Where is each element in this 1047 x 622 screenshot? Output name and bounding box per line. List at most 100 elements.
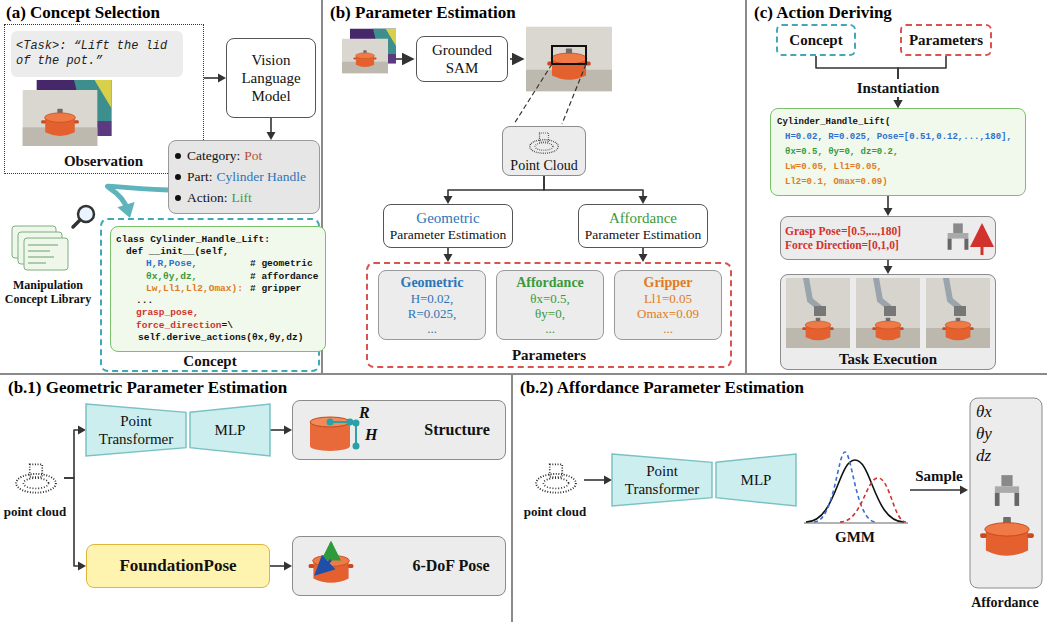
gmm-curve xyxy=(840,478,906,522)
label-text: self.derive_actions(θx,θy,dz) xyxy=(138,332,303,344)
connector xyxy=(544,176,648,204)
pointcloud-box: Point Cloud xyxy=(502,126,586,176)
flow-arrow xyxy=(510,58,523,60)
library-icon xyxy=(28,244,58,245)
arrowhead xyxy=(960,486,968,495)
execution-panel xyxy=(780,274,996,370)
label-text: Cylinder Handle xyxy=(217,169,307,185)
encoder-block: Point Transformer xyxy=(612,454,712,506)
text-row: self.derive_actions(θx,θy,dz) xyxy=(116,332,320,344)
mlp-block: MLP xyxy=(716,454,796,506)
block-outline xyxy=(612,454,712,506)
text-row: θx,θy,dz,# affordance xyxy=(116,271,320,283)
segmented-image xyxy=(526,27,612,92)
action-panel xyxy=(780,216,996,260)
text-holder: point cloud xyxy=(522,504,588,519)
panel: (c) Action DerivingConceptParametersCyli… xyxy=(746,0,1047,373)
label-text: # geometric xyxy=(250,258,313,270)
structure-panel xyxy=(354,444,359,449)
library-icon xyxy=(28,245,58,263)
panel: (b.2) Affordance Parameter Estimation poi… xyxy=(512,375,1047,622)
label-text: R xyxy=(359,403,375,422)
label-text: H=0.02, R=0.025, Pose=[0.51,0.12,...,180… xyxy=(785,131,1012,144)
label-text: FoundationPose xyxy=(91,556,265,576)
structure-panel xyxy=(292,400,506,460)
pointcloud-panel xyxy=(502,126,586,176)
text-holder: (a) Concept Selection xyxy=(6,3,316,23)
label-text: Action: xyxy=(187,190,228,206)
label-text: dz xyxy=(976,446,1016,466)
connector xyxy=(444,176,545,204)
flow-arrow xyxy=(396,58,413,60)
connector-line xyxy=(107,186,168,210)
text-group: FoundationPose xyxy=(91,556,265,576)
label-text: Point Transformer xyxy=(616,462,708,498)
text-row: grasp_pose, xyxy=(116,307,320,319)
label-text: θx=0.5, xyxy=(500,291,600,306)
affordance-panel xyxy=(970,398,1042,588)
library-icon xyxy=(12,226,68,270)
leader-line xyxy=(514,64,552,124)
label-text: Lw=0.05, Ll1=0.05, xyxy=(785,161,882,174)
text-holder: point cloud xyxy=(2,504,68,519)
pointcloud-picture xyxy=(16,464,576,492)
label-text: Geometric xyxy=(382,274,482,291)
text-group: Vision Language Model xyxy=(231,51,311,105)
process-box: Vision Language Model xyxy=(226,38,316,118)
text-group: GripperLl1=0.05Omax=0.09... xyxy=(618,274,718,336)
structure-panel xyxy=(328,420,333,425)
text-group: Parameters xyxy=(904,31,988,49)
structure-panel xyxy=(292,400,506,460)
label-text: <Task>: “Lift the lid of the pot.” xyxy=(16,39,178,69)
arrowhead xyxy=(444,254,453,262)
library: Manipulation Concept Library xyxy=(2,222,94,334)
connector xyxy=(910,486,968,495)
process-box: GeometricParameter Estimation xyxy=(383,204,513,248)
label-text: ... xyxy=(618,321,718,336)
text-group: <Task>: “Lift the lid of the pot.” xyxy=(16,39,178,69)
text-holder: R xyxy=(359,403,375,422)
label-text: Affordance xyxy=(582,209,704,227)
label-text: (a) Concept Selection xyxy=(6,3,316,23)
task-box: <Task>: “Lift the lid of the pot.” xyxy=(11,31,183,77)
label-text: H xyxy=(365,425,381,444)
text-holder: (b) Parameter Estimation xyxy=(330,3,730,23)
arrowhead xyxy=(884,208,893,216)
magnifier-icon xyxy=(73,206,94,227)
gmm-curve xyxy=(804,522,908,524)
parameter-box: GeometricH=0.02,R=0.025,... xyxy=(378,270,486,340)
pose-panel xyxy=(316,560,331,574)
library-icon xyxy=(28,250,50,251)
arrowhead xyxy=(117,202,134,218)
library-icon xyxy=(24,238,68,270)
library-icon xyxy=(28,262,46,263)
leader-line xyxy=(514,64,586,124)
gmm-curve xyxy=(804,452,908,523)
gmm-curve xyxy=(814,452,876,522)
structure-panel xyxy=(348,420,353,425)
connector xyxy=(639,248,648,262)
connector xyxy=(107,186,168,218)
output-box: Category:PotPart:Cylinder HandleAction:L… xyxy=(168,140,320,214)
label-text: 6-DoF Pose xyxy=(399,556,503,575)
concept-frame: Conceptclass Cylinder_Handle_Lift:def __… xyxy=(100,218,320,372)
label-text: (b.2) Affordance Parameter Estimation xyxy=(520,378,1020,398)
label-text: Gripper xyxy=(618,274,718,291)
parameter-box: GripperLl1=0.05Omax=0.09... xyxy=(614,270,722,340)
panel: (a) Concept SelectionObservation<Task>: … xyxy=(0,0,322,373)
block-outline xyxy=(716,454,796,506)
text-row: H,R,Pose,# geometric xyxy=(116,258,320,270)
label-text: Parameters xyxy=(368,346,730,364)
label-text: Parameter Estimation xyxy=(387,227,509,243)
label-text: Structure xyxy=(411,420,503,439)
text-row: Lw,Ll1,Ll2,Omax):# gripper xyxy=(116,283,320,295)
text-row: Part:Cylinder Handle xyxy=(175,169,313,185)
affordance-panel xyxy=(970,398,1042,588)
arrowhead xyxy=(884,266,893,274)
affordance-panel xyxy=(995,475,1019,506)
text-row: Lw=0.05, Ll1=0.05, xyxy=(777,161,1019,174)
arrowhead xyxy=(894,100,903,108)
connector xyxy=(584,476,612,485)
execution-panel xyxy=(926,278,990,348)
